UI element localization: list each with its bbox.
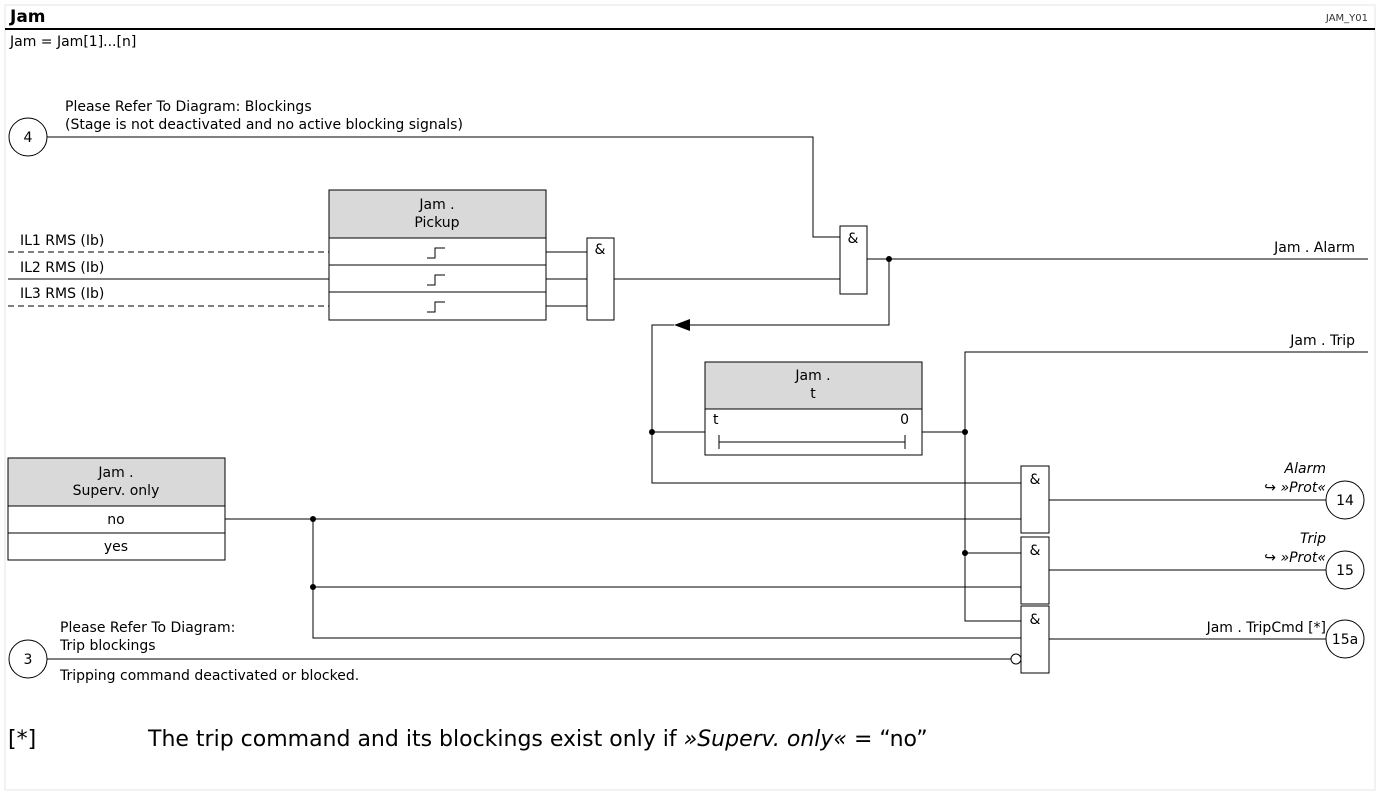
footnote-text-b: »Superv. only« <box>684 727 847 752</box>
prot-alarm-label: Alarm <box>1284 461 1326 477</box>
blockings-ref-line1: Please Refer To Diagram: Blockings <box>65 99 312 115</box>
alarm-feedback-wire <box>651 324 1021 484</box>
and-gate-pickup-symbol: & <box>595 242 606 258</box>
pickup-block-line2: Pickup <box>414 215 459 231</box>
pickup-block-line1: Jam . <box>418 197 454 213</box>
alarm-output-label: Jam . Alarm <box>1273 240 1355 256</box>
blockings-ref-number: 4 <box>24 130 33 146</box>
input-il2-label: IL2 RMS (Ib) <box>20 260 104 276</box>
prot-alarm-sub: ↪ »Prot« <box>1264 480 1326 496</box>
superv-block-line2: Superv. only <box>73 483 160 499</box>
tripcmd-output-label: Jam . TripCmd [*] <box>1206 620 1326 636</box>
superv-no-to-and5-wire <box>312 519 1021 639</box>
timer-block-line2: t <box>810 386 816 402</box>
feedback-wire <box>690 259 890 326</box>
prot-trip-label: Trip <box>1300 531 1326 547</box>
diagram-subtitle: Jam = Jam[1]...[n] <box>9 34 136 50</box>
trip-blockings-ref-line3: Tripping command deactivated or blocked. <box>59 668 359 684</box>
and-gate-alarm <box>839 225 868 295</box>
tripcmd-circle <box>1325 619 1365 659</box>
footnote-text-c: = “no” <box>847 727 928 752</box>
trip-output-label: Jam . Trip <box>1289 333 1355 349</box>
superv-option-no-label: no <box>107 512 124 528</box>
blocking-wire <box>47 136 840 238</box>
tripcmd-number: 15a <box>1332 632 1358 648</box>
prot-trip-sub: ↪ »Prot« <box>1264 550 1326 566</box>
footnote-mark: [*] <box>8 727 36 752</box>
and-gate-prot-trip-symbol: & <box>1030 543 1041 559</box>
trip-blockings-ref-line1: Please Refer To Diagram: <box>60 620 235 636</box>
footnote-text: The trip command and its blockings exist… <box>147 727 928 752</box>
pickup-row-1 <box>328 237 547 266</box>
superv-option-yes <box>7 532 226 561</box>
input-il3-label: IL3 RMS (Ib) <box>20 286 104 302</box>
and-gate-tripcmd <box>1020 605 1050 674</box>
junction-dot <box>649 429 655 435</box>
timer-block-line1: Jam . <box>794 368 830 384</box>
and-gate-pickup <box>586 237 615 321</box>
timer-block-header <box>704 361 923 410</box>
diagram-frame <box>4 4 1376 791</box>
trip-blockings-ref-line2: Trip blockings <box>59 638 156 654</box>
junction-dot <box>310 584 316 590</box>
trip-bus-wire <box>964 351 1368 622</box>
pickup-row-3 <box>328 291 547 321</box>
diagram-title: Jam <box>9 7 46 27</box>
threshold-icon <box>427 301 445 313</box>
timer-zero-label: 0 <box>900 412 909 428</box>
superv-block-line1: Jam . <box>97 465 133 481</box>
junction-dot <box>962 550 968 556</box>
footnote-text-a: The trip command and its blockings exist… <box>147 727 684 752</box>
threshold-icon <box>427 247 445 259</box>
inverter-bubble <box>1010 653 1022 665</box>
diagram-code: JAM_Y01 <box>1325 13 1368 24</box>
prot-trip-number: 15 <box>1336 563 1354 579</box>
blockings-ref-line2: (Stage is not deactivated and no active … <box>65 117 463 133</box>
timer-t-label: t <box>713 412 719 428</box>
and-gate-prot-alarm-symbol: & <box>1030 472 1041 488</box>
prot-trip-circle <box>1325 550 1365 590</box>
arrow-left-icon <box>674 319 690 331</box>
trip-blockings-ref-number: 3 <box>24 652 33 668</box>
superv-option-yes-label: yes <box>104 539 128 555</box>
prot-alarm-circle <box>1325 480 1365 520</box>
input-il1-label: IL1 RMS (Ib) <box>20 233 104 249</box>
and-gate-prot-alarm <box>1020 465 1050 534</box>
timer-block-body <box>704 408 923 456</box>
pickup-row-2 <box>328 264 547 293</box>
and-gate-tripcmd-symbol: & <box>1030 612 1041 628</box>
and-gate-prot-trip <box>1020 536 1050 605</box>
pickup-block-header <box>328 189 547 239</box>
threshold-icon <box>427 274 445 286</box>
superv-option-no <box>7 505 226 534</box>
prot-alarm-number: 14 <box>1336 493 1354 509</box>
and-gate-alarm-symbol: & <box>848 231 859 247</box>
